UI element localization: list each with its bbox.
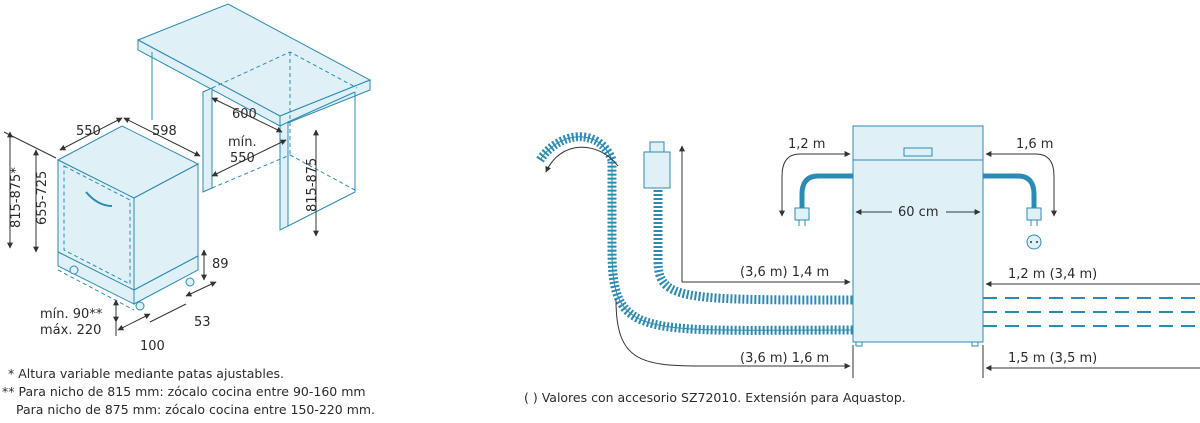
dishwasher-front [852,125,984,347]
dishwasher-box [56,125,200,311]
dim-cable-left: 1,2 m [788,137,825,152]
note-1: * Altura variable mediante patas ajustab… [8,366,284,381]
dim-cable-right: 1,6 m [1016,137,1053,152]
right-diagram: 1,2 m 1,6 m 60 cm (3,6 m) 1,4 m (3,6 m) … [524,125,1200,405]
dim-foot-offset: 100 [140,339,165,354]
dim-inlet-hose-lower: 1,5 m (3,5 m) [1008,351,1097,366]
dim-plinth-max: máx. 220 [40,323,101,338]
dim-depth-top: 598 [152,124,177,139]
dim-height-range-1: 815-875* [9,167,24,228]
dim-niche-min-label: mín. [228,135,257,150]
note-2: ** Para nicho de 815 mm: zócalo cocina e… [2,384,366,399]
accessory-note: ( ) Valores con accesorio SZ72010. Exten… [524,390,906,405]
dim-plinth-depth: 53 [194,315,211,330]
note-3: Para nicho de 875 mm: zócalo cocina entr… [16,402,375,417]
dim-counter-depth: 600 [232,107,257,122]
dim-niche-height: 815-875 [305,158,320,212]
dim-drain-hose-lower: (3,6 m) 1,6 m [740,351,829,366]
dim-height-range-2: 655-725 [35,171,50,225]
left-dimension-lines [3,97,319,336]
inlet-hoses [983,297,1200,327]
dim-width: 60 cm [898,205,939,220]
left-diagram: 550 598 600 mín. 550 815-875 815-875* 65… [2,3,375,417]
dim-plinth-min: mín. 90** [40,307,103,322]
dim-drain-hose-upper: (3,6 m) 1,4 m [740,265,829,280]
dim-inlet-hose-upper: 1,2 m (3,4 m) [1008,267,1097,282]
dim-width-top: 550 [76,124,101,139]
drain-hose [536,132,854,335]
dim-plinth-height: 89 [212,257,229,272]
dim-niche-min-value: 550 [230,151,255,166]
